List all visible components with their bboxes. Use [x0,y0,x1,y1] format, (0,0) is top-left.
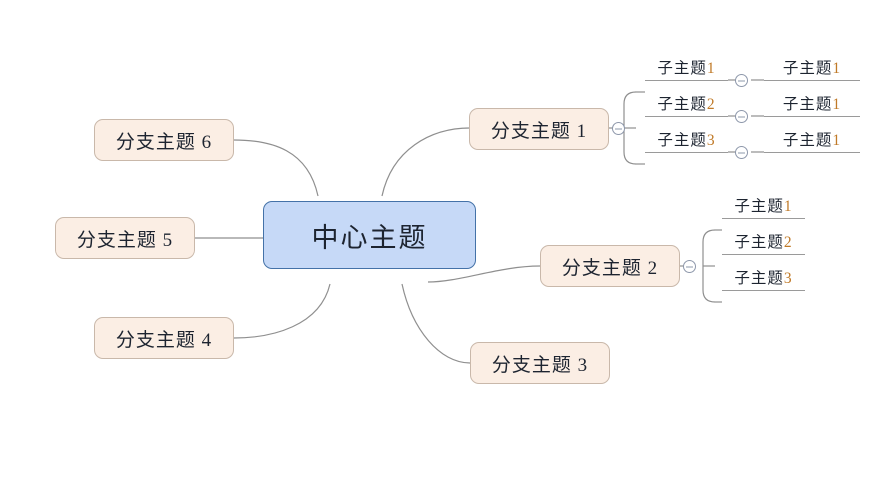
subtopic-b1-c1-leaf-text: 子主题 [782,60,833,77]
subtopic-b1-c3-leaf-num: 1 [832,132,842,149]
edge-branch-2-fork [702,229,716,303]
collapse-toggle-b1-c2[interactable] [735,110,748,123]
branch-node-6-label: 分支主题 6 [115,131,213,153]
subtopic-b1-c3-text: 子主题 [657,132,707,149]
subtopic-b1-c2-text: 子主题 [657,96,707,113]
branch-node-4[interactable]: 分支主题 4 [94,317,234,359]
edge-center-branch-4 [233,283,331,339]
central-topic-node[interactable]: 中心主题 [263,201,476,269]
subtopic-b2-c1-text: 子主题 [734,198,784,215]
collapse-toggle-b1-c3[interactable] [735,146,748,159]
subtopic-b1-c1-leaf-num: 1 [832,60,842,77]
branch-node-3-label: 分支主题 3 [491,354,589,376]
subtopic-node-b1-c3[interactable]: 子主题 3 [645,132,728,153]
edge-branch-1-fork [623,91,637,165]
subtopic-node-b2-c2[interactable]: 子主题 2 [722,234,805,255]
branch-node-5-label: 分支主题 5 [76,229,174,251]
subtopic-b1-c3-leaf-text: 子主题 [782,132,833,149]
branch-node-4-label: 分支主题 4 [115,329,213,351]
subtopic-b1-c1-num: 1 [706,60,716,77]
subtopic-b1-c2-leaf-num: 1 [832,96,842,113]
subtopic-b2-c2-text: 子主题 [734,234,784,251]
branch-node-1-label: 分支主题 1 [490,120,588,142]
subtopic-node-b1-c3-leaf[interactable]: 子主题 1 [764,132,860,153]
collapse-toggle-branch-2[interactable] [683,260,696,273]
subtopic-node-b1-c1[interactable]: 子主题 1 [645,60,728,81]
subtopic-b1-c3-num: 3 [706,132,716,149]
subtopic-b1-c2-num: 2 [706,96,716,113]
subtopic-b2-c3-text: 子主题 [734,270,784,287]
edge-center-branch-3 [401,283,471,364]
subtopic-b1-c2-leaf-text: 子主题 [782,96,833,113]
subtopic-b2-c1-num: 1 [783,198,793,215]
collapse-toggle-b1-c1[interactable] [735,74,748,87]
subtopic-node-b1-c1-leaf[interactable]: 子主题 1 [764,60,860,81]
subtopic-node-b2-c3[interactable]: 子主题 3 [722,270,805,291]
subtopic-node-b1-c2-leaf[interactable]: 子主题 1 [764,96,860,117]
edge-center-branch-1 [381,127,471,197]
branch-node-2[interactable]: 分支主题 2 [540,245,680,287]
collapse-toggle-branch-1[interactable] [612,122,625,135]
subtopic-b2-c2-num: 2 [783,234,793,251]
branch-node-5[interactable]: 分支主题 5 [55,217,195,259]
central-topic-label: 中心主题 [311,222,428,253]
subtopic-node-b2-c1[interactable]: 子主题 1 [722,198,805,219]
branch-node-2-label: 分支主题 2 [561,257,659,279]
subtopic-node-b1-c2[interactable]: 子主题 2 [645,96,728,117]
branch-node-1[interactable]: 分支主题 1 [469,108,609,150]
branch-node-6[interactable]: 分支主题 6 [94,119,234,161]
edge-center-branch-6 [233,139,319,197]
subtopic-b1-c1-text: 子主题 [657,60,707,77]
subtopic-b2-c3-num: 3 [783,270,793,287]
branch-node-3[interactable]: 分支主题 3 [470,342,610,384]
